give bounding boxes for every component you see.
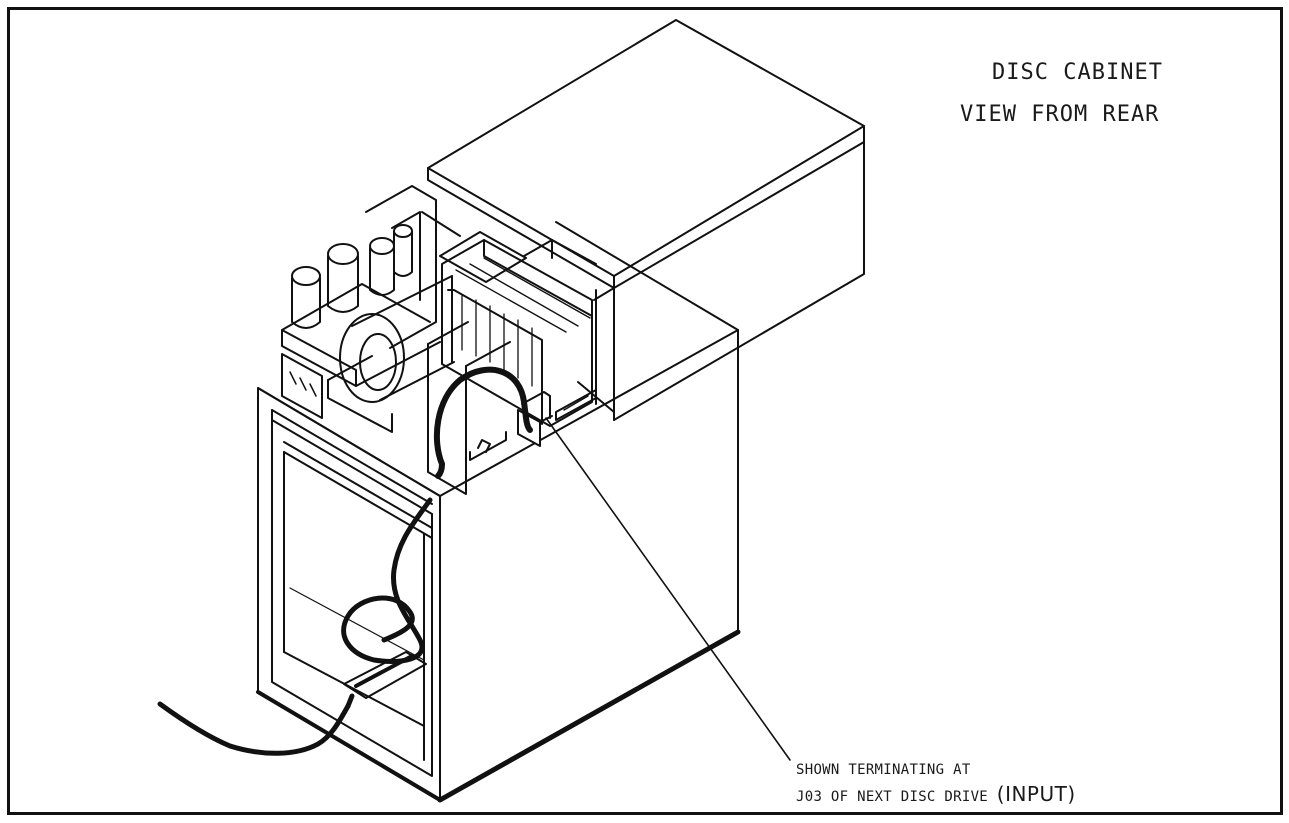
capacitor-2: [328, 244, 358, 312]
motor-end: [340, 314, 404, 402]
lower-cable: [344, 500, 430, 661]
callout-input-label: (INPUT): [996, 782, 1076, 806]
inner-floor: [284, 652, 424, 726]
upper-cable: [437, 370, 530, 464]
controller-card: [428, 344, 466, 494]
cross-rail: [284, 442, 432, 528]
cable-exit-plate: [344, 652, 426, 698]
cabinet-body: [258, 222, 738, 800]
capacitor-4: [394, 225, 412, 276]
terminal-strip: [282, 354, 322, 418]
callout-line2-prefix: J03 OF NEXT DISC DRIVE: [796, 789, 997, 805]
cabinet-bottom-edge: [440, 632, 738, 800]
callout-leader-line: [546, 418, 790, 760]
figure-title-line2: VIEW FROM REAR: [960, 102, 1160, 127]
fan-assembly: [440, 232, 596, 426]
slotted-bracket: [556, 390, 596, 420]
cabinet-top-deck: [258, 222, 738, 496]
capacitor-1: [292, 267, 320, 328]
figure-title-line1: DISC CABINET: [992, 60, 1163, 85]
callout-line2: J03 OF NEXT DISC DRIVE (INPUT): [796, 782, 1076, 806]
front-opening: [272, 410, 432, 776]
drive-housing: [428, 20, 864, 420]
cabinet-side-face: [440, 330, 738, 800]
cables: [160, 370, 530, 754]
cabinet-front-face: [258, 388, 440, 800]
internal-components: [282, 186, 596, 494]
diagram-frame: [7, 7, 1283, 815]
capacitor-3: [370, 238, 394, 295]
housing-top-lid: [428, 20, 864, 276]
exit-cable: [160, 704, 348, 753]
callout-line1: SHOWN TERMINATING AT: [796, 762, 971, 778]
psu-plate: [366, 186, 436, 348]
